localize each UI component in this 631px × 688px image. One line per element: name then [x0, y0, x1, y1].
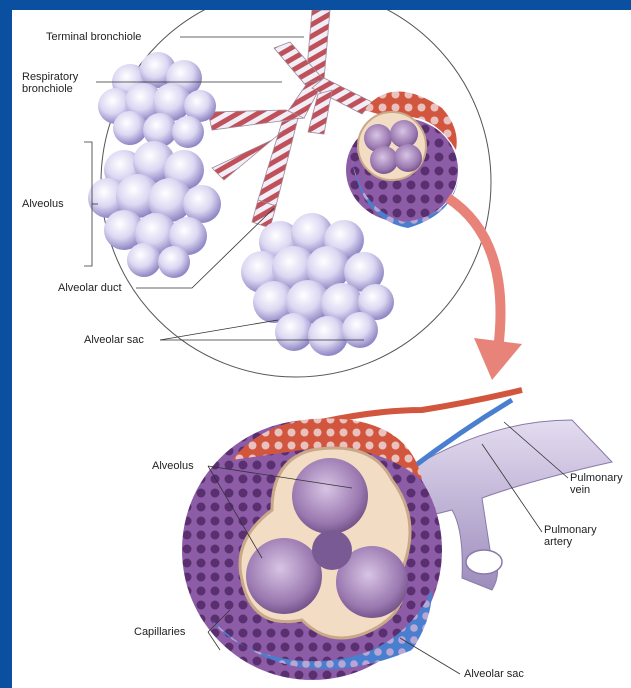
label-pulmonary-vein-line2: vein [570, 484, 590, 496]
label-alveolar-duct: Alveolar duct [58, 282, 122, 294]
label-alveolar-sac-bottom: Alveolar sac [464, 668, 524, 680]
diagram-panel: Terminal bronchiole Respiratory bronchio… [12, 10, 631, 688]
alveoli-cluster-upper [98, 52, 216, 148]
label-alveolar-sac-top: Alveolar sac [84, 334, 144, 346]
alveoli-illustration [12, 10, 631, 688]
label-pulmonary-artery-line2: artery [544, 536, 572, 548]
bronchiole-tree [208, 10, 372, 228]
label-alveolus-top: Alveolus [22, 198, 64, 210]
alveoli-cluster-lower [241, 213, 394, 356]
alveoli-cluster-middle [88, 141, 221, 278]
label-respiratory-bronchiole-line1: Respiratory [22, 71, 78, 83]
alveolar-sac-large [182, 418, 442, 680]
label-capillaries: Capillaries [134, 626, 185, 638]
label-pulmonary-vein-line1: Pulmonary [570, 472, 623, 484]
label-alveolus-bottom: Alveolus [152, 460, 194, 472]
label-terminal-bronchiole: Terminal bronchiole [46, 31, 141, 43]
label-respiratory-bronchiole-line2: bronchiole [22, 83, 73, 95]
label-pulmonary-artery-line1: Pulmonary [544, 524, 597, 536]
